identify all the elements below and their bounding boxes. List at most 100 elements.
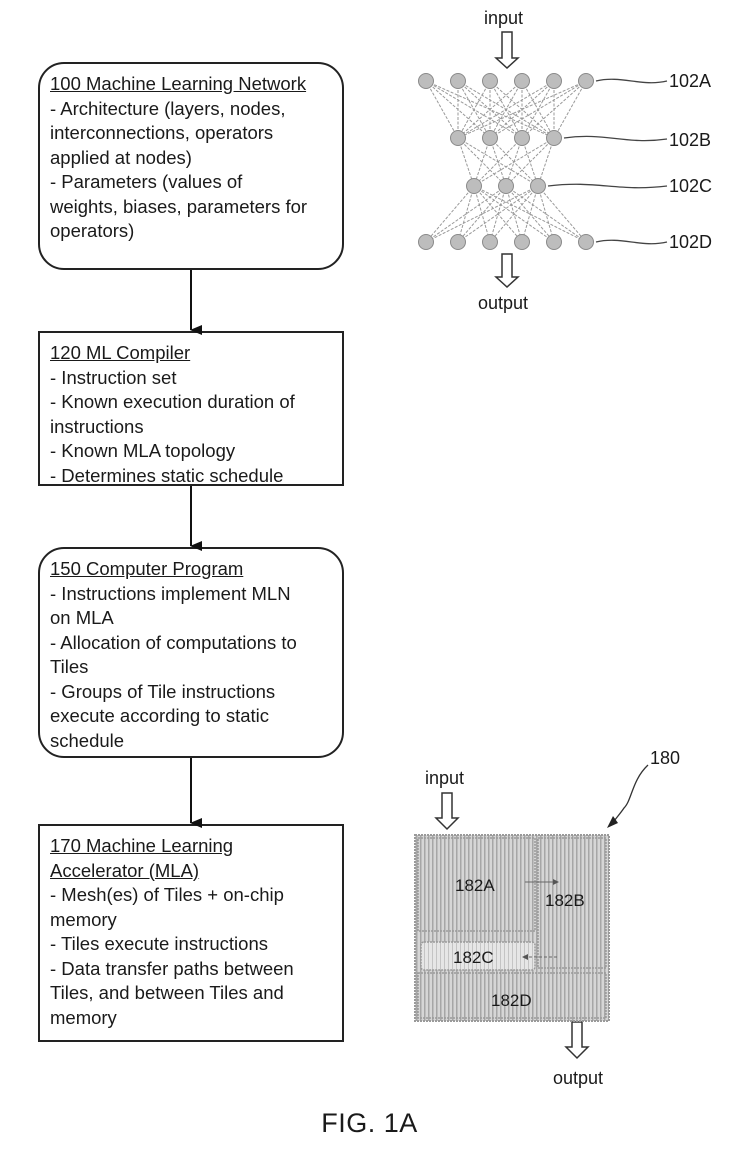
network-edge — [457, 80, 491, 139]
network-node-102a — [514, 73, 530, 89]
box-100-line: operators) — [50, 220, 135, 241]
network-input-arrow-icon — [494, 31, 520, 70]
box-150-line: schedule — [50, 729, 125, 751]
tile-label-182a: 182A — [455, 876, 495, 895]
network-input-label: input — [484, 8, 524, 28]
box-100-line: interconnections, operators — [50, 122, 274, 143]
box-150-line: execute according to static — [50, 705, 270, 726]
network-node-102c — [530, 178, 546, 194]
network-node-102d — [482, 234, 498, 250]
box-150-line: on MLA — [50, 607, 114, 628]
network-node-102d — [546, 234, 562, 250]
box-120-ml-compiler: 120 ML Compiler - Instruction set - Know… — [38, 331, 344, 486]
box-150-title: 150 Computer Program — [50, 558, 244, 579]
box-120-line: - Known MLA topology — [50, 440, 236, 461]
network-edge — [457, 80, 587, 139]
network-node-102d — [450, 234, 466, 250]
network-node-102a — [578, 73, 594, 89]
box-170-title-line: Accelerator (MLA) — [50, 859, 200, 881]
network-edge — [457, 137, 475, 187]
network-edge — [473, 137, 523, 187]
box-170-machine-learning-accelerator: 170 Machine Learning Accelerator (MLA) -… — [38, 824, 344, 1042]
network-edge — [553, 80, 587, 139]
network-edge — [457, 80, 523, 139]
box-170-line: - Mesh(es) of Tiles + on-chip — [50, 884, 284, 905]
network-node-102a — [450, 73, 466, 89]
network-edge — [457, 185, 507, 243]
accelerator-ref-arrowhead-icon — [607, 816, 618, 828]
network-edge — [473, 185, 555, 243]
network-output-label: output — [478, 293, 529, 313]
network-edge — [457, 185, 539, 243]
network-edge — [473, 137, 555, 187]
network-node-102b — [514, 130, 530, 146]
network-node-102d — [418, 234, 434, 250]
box-120-title: 120 ML Compiler — [50, 342, 191, 363]
tile-label-182c: 182C — [453, 948, 494, 967]
network-edge — [537, 185, 555, 243]
accelerator-input-arrow-icon — [434, 792, 460, 831]
network-edges — [425, 80, 587, 243]
box-170-line: Tiles, and between Tiles and — [50, 982, 284, 1003]
box-150-computer-program: 150 Computer Program - Instructions impl… — [38, 547, 344, 758]
accelerator-ref-leader — [611, 764, 649, 825]
network-edge — [457, 80, 555, 139]
box-100-machine-learning-network: 100 Machine Learning Network - Architect… — [38, 62, 344, 270]
box-120-line: - Instruction set — [50, 366, 177, 388]
network-node-102d — [578, 234, 594, 250]
tile-label-182d: 182D — [491, 991, 532, 1010]
network-output-arrow-icon — [494, 253, 520, 289]
leader-line-102a — [595, 78, 668, 84]
network-edge — [425, 185, 539, 243]
box-170-line: - Data transfer paths between — [50, 957, 294, 979]
tile-label-182b: 182B — [545, 891, 585, 910]
network-edge — [537, 185, 587, 243]
box-150-line: - Instructions implement MLN — [50, 582, 291, 604]
network-edge — [489, 185, 507, 243]
tile-182d — [417, 972, 607, 1019]
box-100-title: 100 Machine Learning Network — [50, 73, 307, 94]
network-node-102b — [546, 130, 562, 146]
network-edge — [521, 80, 587, 139]
box-170-title-line: 170 Machine Learning — [50, 835, 234, 856]
network-node-102b — [450, 130, 466, 146]
network-edge — [489, 185, 539, 243]
network-edge — [425, 185, 507, 243]
leader-line-102c — [547, 183, 668, 189]
layer-label-102b: 102B — [669, 130, 712, 150]
network-node-102c — [466, 178, 482, 194]
network-edge — [425, 80, 459, 139]
layer-label-102c: 102C — [669, 176, 713, 196]
network-edge — [425, 185, 475, 243]
layer-label-102a: 102A — [669, 71, 712, 91]
network-leader-lines — [547, 78, 668, 245]
box-150-line: Tiles — [50, 656, 89, 677]
leader-line-102d — [595, 239, 668, 245]
network-node-102a — [418, 73, 434, 89]
network-edge — [457, 185, 475, 243]
box-100-line: weights, biases, parameters for — [50, 195, 308, 217]
network-node-102d — [514, 234, 530, 250]
tile-182a — [417, 837, 536, 932]
box-120-line: instructions — [50, 415, 144, 437]
tile-182c — [420, 941, 536, 971]
network-node-102c — [498, 178, 514, 194]
network-edge — [537, 137, 555, 187]
box-120-line: - Determines static schedule — [50, 464, 284, 486]
network-edge — [473, 137, 491, 187]
layer-label-102d: 102D — [669, 232, 713, 252]
network-node-102b — [482, 130, 498, 146]
accelerator-ref-label: 180 — [650, 748, 681, 768]
leader-line-102b — [563, 135, 668, 142]
box-150-line: - Allocation of computations to — [50, 631, 297, 653]
box-170-line: memory — [50, 908, 117, 930]
network-node-102a — [482, 73, 498, 89]
network-nodes — [418, 73, 594, 250]
network-edge — [489, 80, 587, 139]
box-100-line: - Architecture (layers, nodes, — [50, 97, 286, 119]
box-170-line: - Tiles execute instructions — [50, 933, 268, 954]
network-node-102a — [546, 73, 562, 89]
